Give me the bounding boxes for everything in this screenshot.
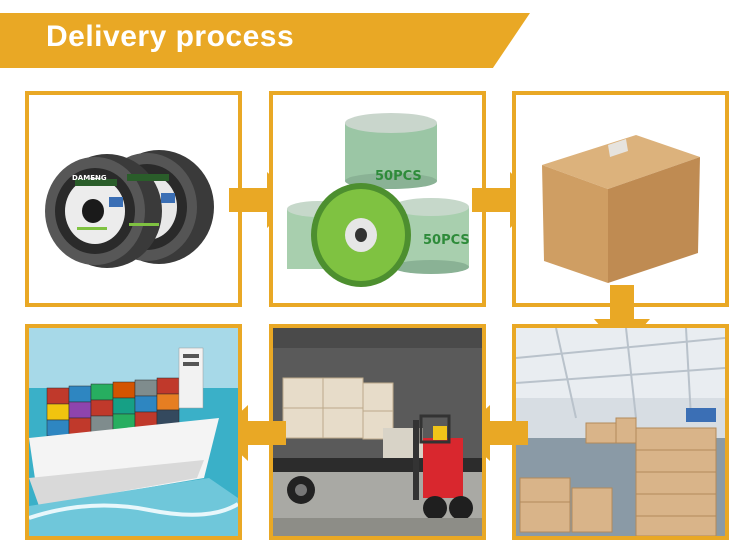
step-3-carton-box-photo	[512, 91, 729, 307]
step-2-packed-tins-photo: 50PCS 50PCS	[269, 91, 486, 307]
step-5-truck-loading-photo	[269, 324, 486, 540]
page-title: Delivery process	[46, 20, 295, 53]
step-1-cutting-discs-photo: DAMENG	[25, 91, 242, 307]
disc-brand-label: DAMENG	[72, 174, 107, 182]
tin-label-top: 50PCS	[375, 169, 422, 184]
header-banner	[0, 13, 530, 68]
tin-label-bottom: 50PCS	[423, 233, 470, 248]
step-4-warehouse-photo	[512, 324, 729, 540]
step-6-container-ship-photo	[25, 324, 242, 540]
